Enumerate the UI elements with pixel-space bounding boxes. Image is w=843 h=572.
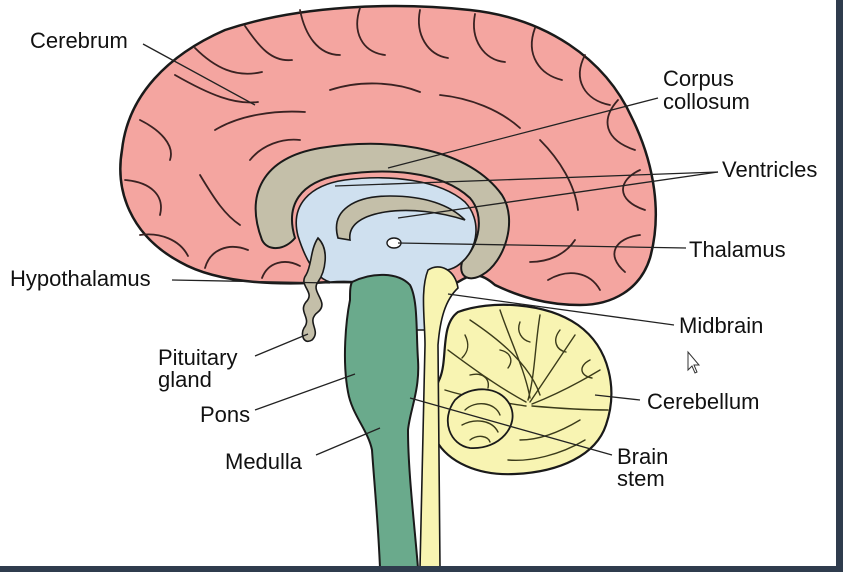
label-brain-stem-line2: stem [617, 466, 665, 491]
window-frame-right [836, 0, 843, 572]
fornix-shape [335, 195, 466, 241]
label-pituitary-line2: gland [158, 367, 212, 392]
pituitary-stalk-shape [301, 236, 326, 343]
label-corpus-line2: collosum [663, 89, 750, 114]
label-thalamus: Thalamus [689, 237, 786, 262]
label-midbrain: Midbrain [679, 313, 763, 338]
brainstem-shape [343, 273, 420, 569]
label-brain-stem-line1: Brain [617, 444, 668, 469]
label-ventricles: Ventricles [722, 157, 817, 182]
label-hypothalamus: Hypothalamus [10, 266, 151, 291]
midbrain-strip-shape [419, 266, 459, 569]
mouse-pointer-icon [687, 350, 701, 374]
corpus-callosum-shape [254, 142, 511, 280]
label-pons: Pons [200, 402, 250, 427]
label-pituitary-line1: Pituitary [158, 345, 237, 370]
label-corpus-line1: Corpus [663, 66, 734, 91]
cerebellum-shape [430, 303, 613, 476]
cerebrum-folds [124, 7, 646, 291]
label-cerebrum: Cerebrum [30, 28, 128, 53]
leader-lines [142, 43, 719, 456]
label-cerebellum: Cerebellum [647, 389, 760, 414]
window-frame-bottom [0, 566, 843, 572]
label-medulla: Medulla [225, 449, 303, 474]
